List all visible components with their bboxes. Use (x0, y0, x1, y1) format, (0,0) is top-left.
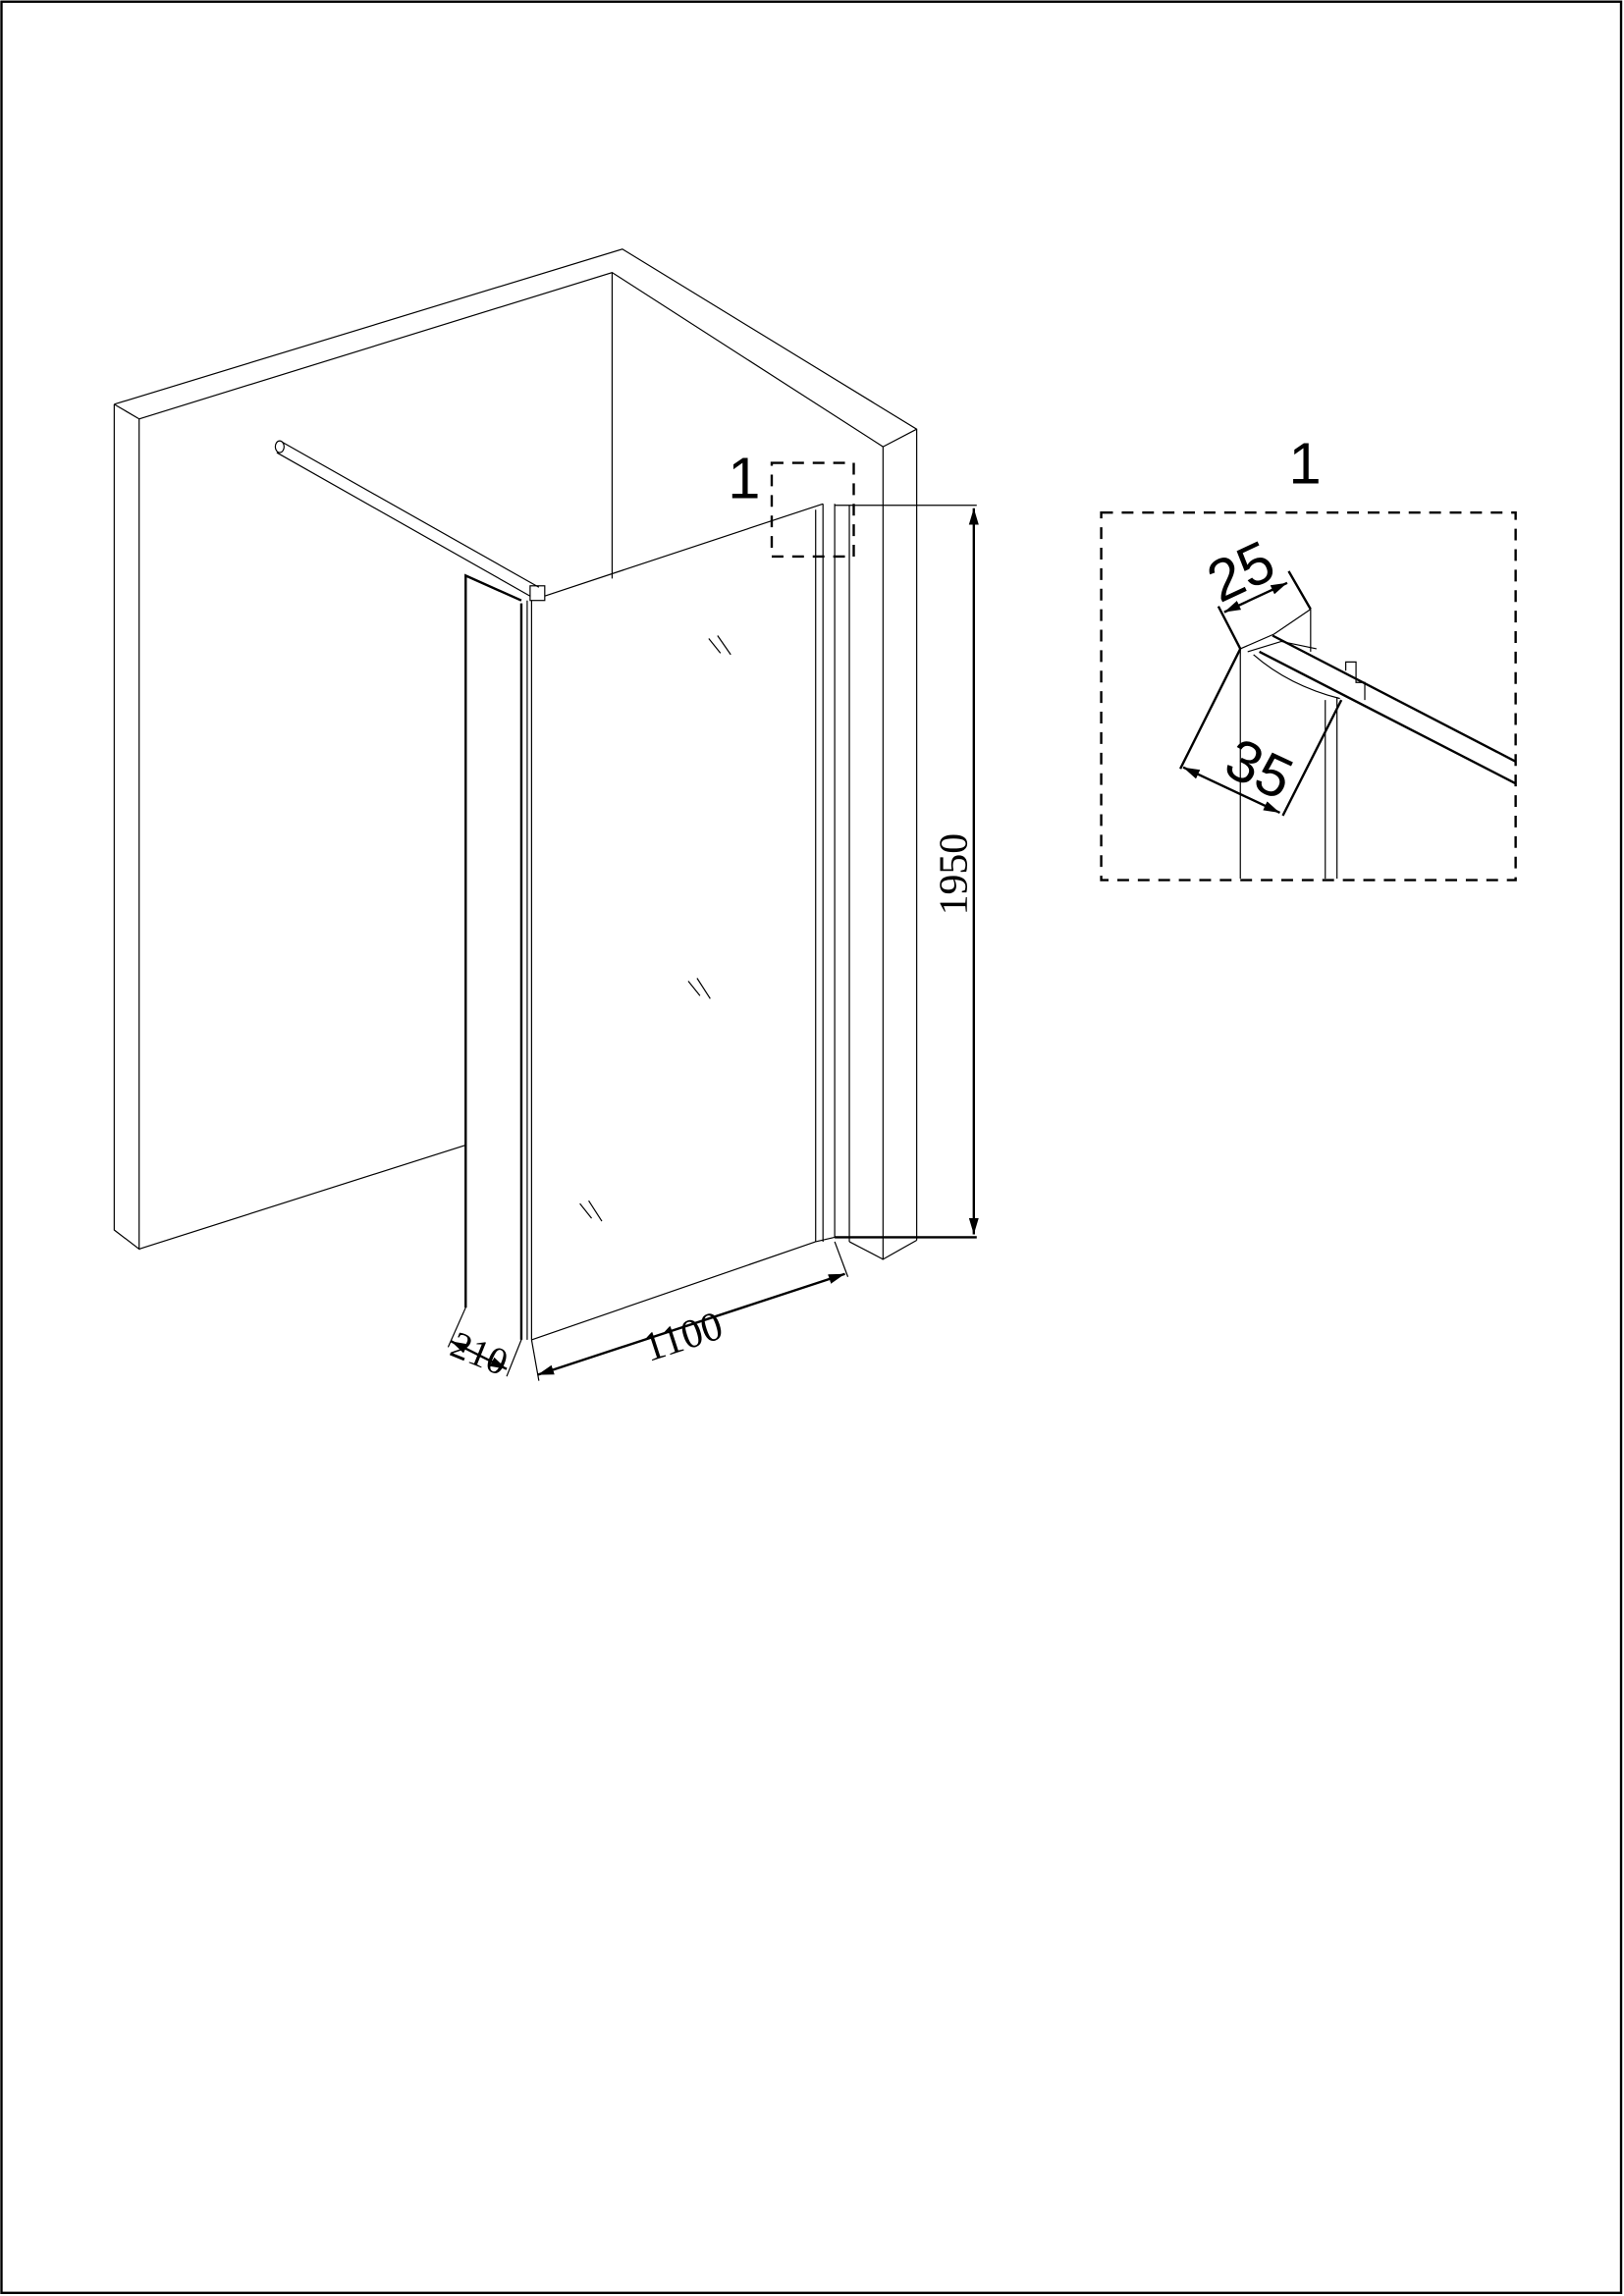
glass-panel (519, 503, 836, 1341)
dimension-return: 210 (445, 1307, 522, 1384)
profile-width-label: 25 (1198, 528, 1284, 615)
dimension-profile-width: 25 (1198, 528, 1312, 650)
dimension-width-label: 1100 (638, 1304, 729, 1371)
wall-corner (113, 248, 918, 1260)
dimension-width: 1100 (530, 1241, 849, 1381)
detail-dashed-box (1100, 511, 1517, 881)
glass-reflection-marks (579, 635, 731, 1222)
callout-label: 1 (728, 445, 760, 510)
callout-dashed-box (770, 461, 855, 559)
return-panel (464, 573, 522, 1308)
dimension-profile-depth: 35 (1179, 648, 1343, 817)
detail-view: 1 25 35 (1100, 430, 1517, 881)
support-rod (274, 440, 546, 602)
profile-depth-label: 35 (1216, 725, 1302, 813)
dimension-height-label: 1950 (931, 833, 976, 916)
dimension-height: 1950 (835, 505, 979, 1239)
detail-title: 1 (1288, 430, 1321, 496)
detail-callout: 1 (728, 445, 855, 559)
